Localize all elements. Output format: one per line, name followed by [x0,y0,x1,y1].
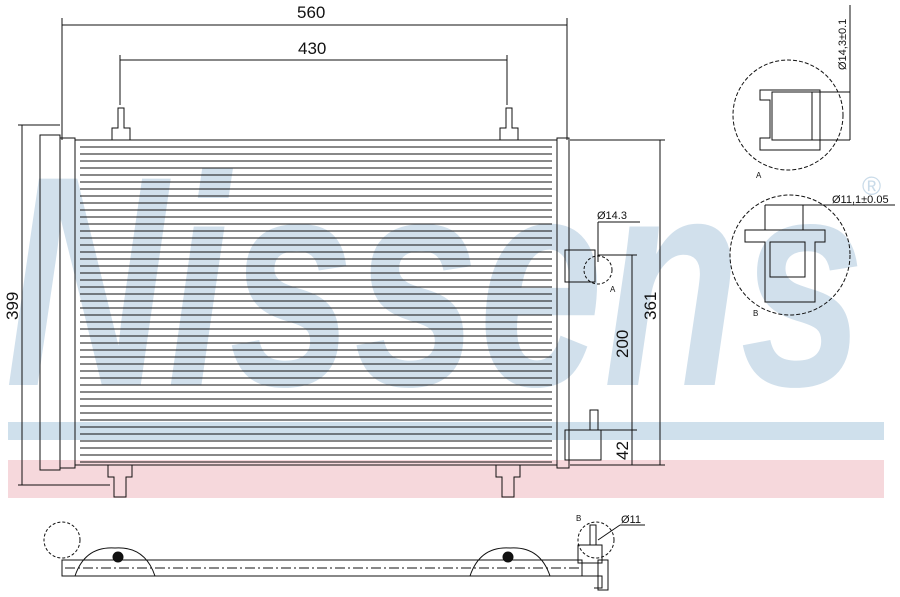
watermark-pink-stripe [8,460,884,498]
port-a [564,249,596,283]
port-b [564,429,602,461]
cooling-fins [80,146,552,463]
dim-core-height: 361 [641,292,660,320]
top-mount-left [111,107,131,140]
detail-a-diameter: Ø14,3±0.1 [837,19,849,70]
dim-overall-width: 560 [297,3,325,22]
detail-b-bore [769,241,806,278]
right-header [556,137,570,469]
detail-a-bore [771,91,813,141]
detail-b-diameter: Ø11,1±0.05 [832,194,889,206]
bottom-mount-left [107,465,133,498]
dim-port-b-diameter: Ø11 [621,514,641,526]
watermark: Nissens ® [5,113,884,498]
detail-b-circle [729,194,851,316]
bottom-mount-right [495,465,521,498]
detail-a-section [759,89,821,151]
port-b-valve [589,409,599,431]
callout-a: A [610,285,616,294]
dim-port-spacing: 200 [613,330,632,358]
detail-a-label: A [756,171,762,180]
bottom-view [43,521,645,591]
dim-bottom-offset: 42 [613,441,632,460]
dim-mount-spacing: 430 [298,39,326,58]
detail-b-section [744,229,826,303]
detail-a-circle [732,59,844,171]
top-mount-right [499,107,519,140]
dim-port-a-diameter: Ø14.3 [597,210,627,222]
left-header [59,137,76,469]
callout-b: B [576,514,581,523]
dim-overall-height: 399 [3,292,22,320]
registered-mark: ® [862,171,881,201]
watermark-brand: Nissens [5,113,865,449]
detail-b-label: B [753,309,758,318]
